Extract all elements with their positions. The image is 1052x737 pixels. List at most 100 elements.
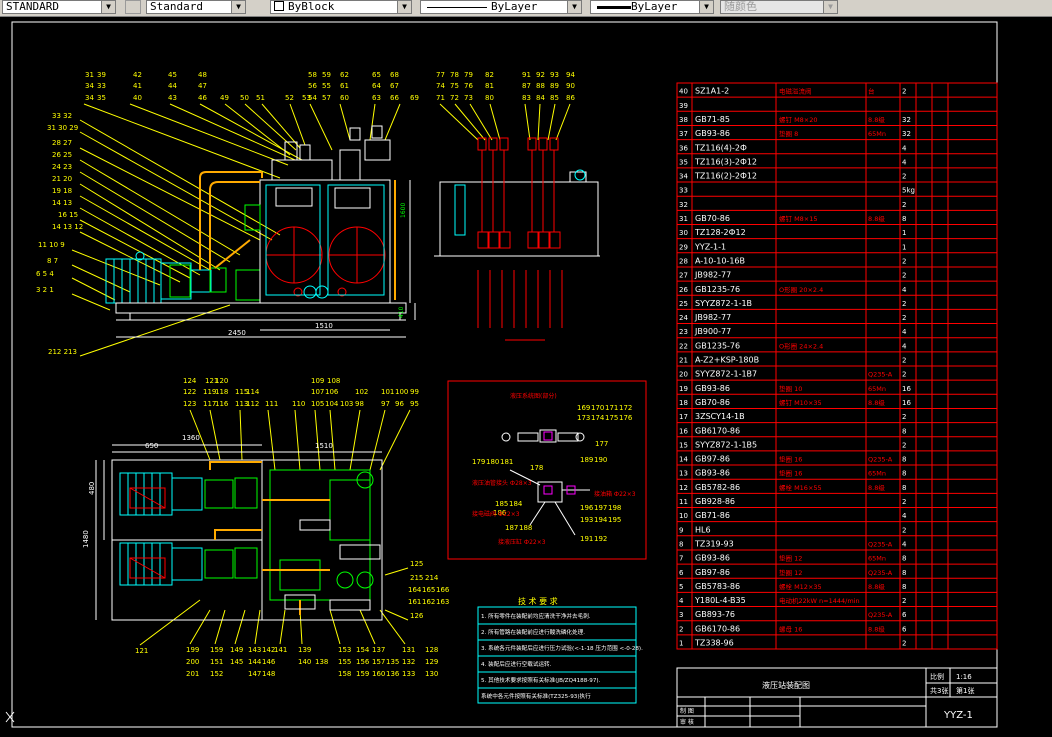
part-index: 15 bbox=[679, 441, 688, 449]
part-name: 螺母 16 bbox=[779, 624, 802, 633]
part-qty: 2 bbox=[902, 272, 906, 280]
part-code: TZ128-2Ф12 bbox=[694, 228, 746, 237]
part-qty: 1 bbox=[902, 243, 906, 251]
svg-text:21 20: 21 20 bbox=[52, 175, 72, 183]
linetype-combo[interactable]: ByLayer ▼ bbox=[420, 0, 582, 14]
svg-text:148: 148 bbox=[262, 670, 275, 678]
layer-combo[interactable]: ByBlock▼ bbox=[270, 0, 412, 14]
svg-text:178: 178 bbox=[530, 464, 543, 472]
svg-text:16 15: 16 15 bbox=[58, 211, 78, 219]
chevron-down-icon[interactable]: ▼ bbox=[101, 1, 115, 13]
svg-text:152: 152 bbox=[210, 670, 223, 678]
svg-text:87: 87 bbox=[522, 82, 531, 90]
svg-text:31: 31 bbox=[85, 71, 94, 79]
svg-text:142: 142 bbox=[262, 646, 275, 654]
part-index: 31 bbox=[679, 215, 688, 223]
part-code: JB900-77 bbox=[694, 327, 731, 336]
part-index: 6 bbox=[679, 569, 684, 577]
part-index: 38 bbox=[679, 116, 688, 124]
dim-1480: 1480 bbox=[82, 530, 90, 548]
svg-text:58: 58 bbox=[308, 71, 317, 79]
svg-text:190: 190 bbox=[594, 456, 607, 464]
part-code: A-Z2+KSP-180B bbox=[695, 356, 759, 365]
part-code: GB97-86 bbox=[695, 568, 730, 577]
svg-text:71: 71 bbox=[436, 94, 445, 102]
svg-text:157: 157 bbox=[372, 658, 385, 666]
chevron-down-icon[interactable]: ▼ bbox=[397, 1, 411, 13]
part-index: 32 bbox=[679, 201, 688, 209]
svg-text:153: 153 bbox=[338, 646, 351, 654]
svg-text:176: 176 bbox=[619, 414, 633, 422]
svg-text:62: 62 bbox=[340, 71, 349, 79]
svg-text:85: 85 bbox=[550, 94, 559, 102]
part-code: GB70-86 bbox=[695, 214, 730, 223]
part-index: 21 bbox=[679, 357, 688, 365]
part-qty: 2 bbox=[902, 498, 906, 506]
dim-480: 480 bbox=[88, 482, 96, 495]
svg-text:34: 34 bbox=[85, 94, 94, 102]
part-name: 垫圈 12 bbox=[779, 568, 802, 577]
front-dims: 2450 1510 bbox=[116, 180, 416, 338]
part-code: JB982-77 bbox=[694, 271, 731, 280]
part-qty: 1 bbox=[902, 229, 906, 237]
svg-text:196: 196 bbox=[580, 504, 594, 512]
part-name: 螺钉 M8×15 bbox=[779, 214, 818, 223]
pipework bbox=[199, 171, 396, 300]
part-code: HL6 bbox=[695, 525, 711, 534]
tech-note-5: 5. 其他技术要求按照有关标准(JB/ZQ4188-97). bbox=[481, 676, 601, 684]
leaders bbox=[71, 103, 401, 357]
dim-style-combo[interactable]: Standard▼ bbox=[146, 0, 246, 14]
part-index: 1 bbox=[679, 640, 683, 648]
svg-text:185: 185 bbox=[495, 500, 508, 508]
svg-text:215: 215 bbox=[410, 574, 423, 582]
cooler bbox=[244, 204, 261, 231]
part-index: 16 bbox=[679, 427, 688, 435]
svg-text:147: 147 bbox=[248, 670, 261, 678]
svg-text:187: 187 bbox=[505, 524, 518, 532]
designer-label: 制 图 bbox=[680, 707, 694, 715]
chevron-down-icon[interactable]: ▼ bbox=[699, 1, 713, 13]
motor-pump bbox=[105, 251, 212, 304]
side-leaders bbox=[439, 103, 571, 141]
chevron-down-icon[interactable]: ▼ bbox=[231, 1, 245, 13]
lineweight-combo[interactable]: ByLayer▼ bbox=[590, 0, 714, 14]
part-qty: 4 bbox=[902, 328, 907, 336]
svg-text:410: 410 bbox=[398, 306, 405, 318]
part-code: GB6170-86 bbox=[695, 624, 740, 633]
svg-text:64: 64 bbox=[372, 82, 381, 90]
plan-valves bbox=[284, 519, 381, 611]
svg-text:107: 107 bbox=[311, 388, 324, 396]
dim-style-icon[interactable] bbox=[125, 0, 141, 14]
linetype-value: ByLayer bbox=[491, 0, 538, 13]
part-code: Y180L-4-B35 bbox=[694, 596, 746, 605]
svg-text:接电磁阀 Ф22×3: 接电磁阀 Ф22×3 bbox=[472, 510, 520, 518]
svg-text:104: 104 bbox=[325, 400, 339, 408]
part-qty: 2 bbox=[902, 640, 906, 648]
svg-text:55: 55 bbox=[322, 82, 331, 90]
svg-text:123: 123 bbox=[183, 400, 196, 408]
ucs-icon bbox=[5, 711, 15, 723]
svg-text:132: 132 bbox=[402, 658, 415, 666]
part-code: GB928-86 bbox=[695, 497, 735, 506]
svg-text:175: 175 bbox=[605, 414, 618, 422]
part-qty: 6 bbox=[902, 611, 907, 619]
part-qty: 2 bbox=[902, 257, 906, 265]
svg-text:74: 74 bbox=[436, 82, 445, 90]
part-material: 8.8级 bbox=[868, 582, 885, 591]
part-qty: 2 bbox=[902, 88, 906, 96]
svg-text:189: 189 bbox=[580, 456, 593, 464]
dim-650: 650 bbox=[145, 442, 158, 450]
svg-text:92: 92 bbox=[536, 71, 545, 79]
svg-text:24 23: 24 23 bbox=[52, 163, 72, 171]
svg-text:139: 139 bbox=[298, 646, 311, 654]
chevron-down-icon[interactable]: ▼ bbox=[567, 1, 581, 13]
svg-text:192: 192 bbox=[594, 535, 607, 543]
plan-leaders bbox=[139, 409, 411, 646]
tech-note-4: 4. 装配后应进行空载试运转. bbox=[481, 660, 552, 668]
text-style-combo[interactable]: STANDARD▼ bbox=[2, 0, 116, 14]
part-name: 螺钉 M8×20 bbox=[779, 115, 818, 124]
part-qty: 6 bbox=[902, 625, 907, 633]
part-material: 8.8级 bbox=[868, 398, 885, 407]
